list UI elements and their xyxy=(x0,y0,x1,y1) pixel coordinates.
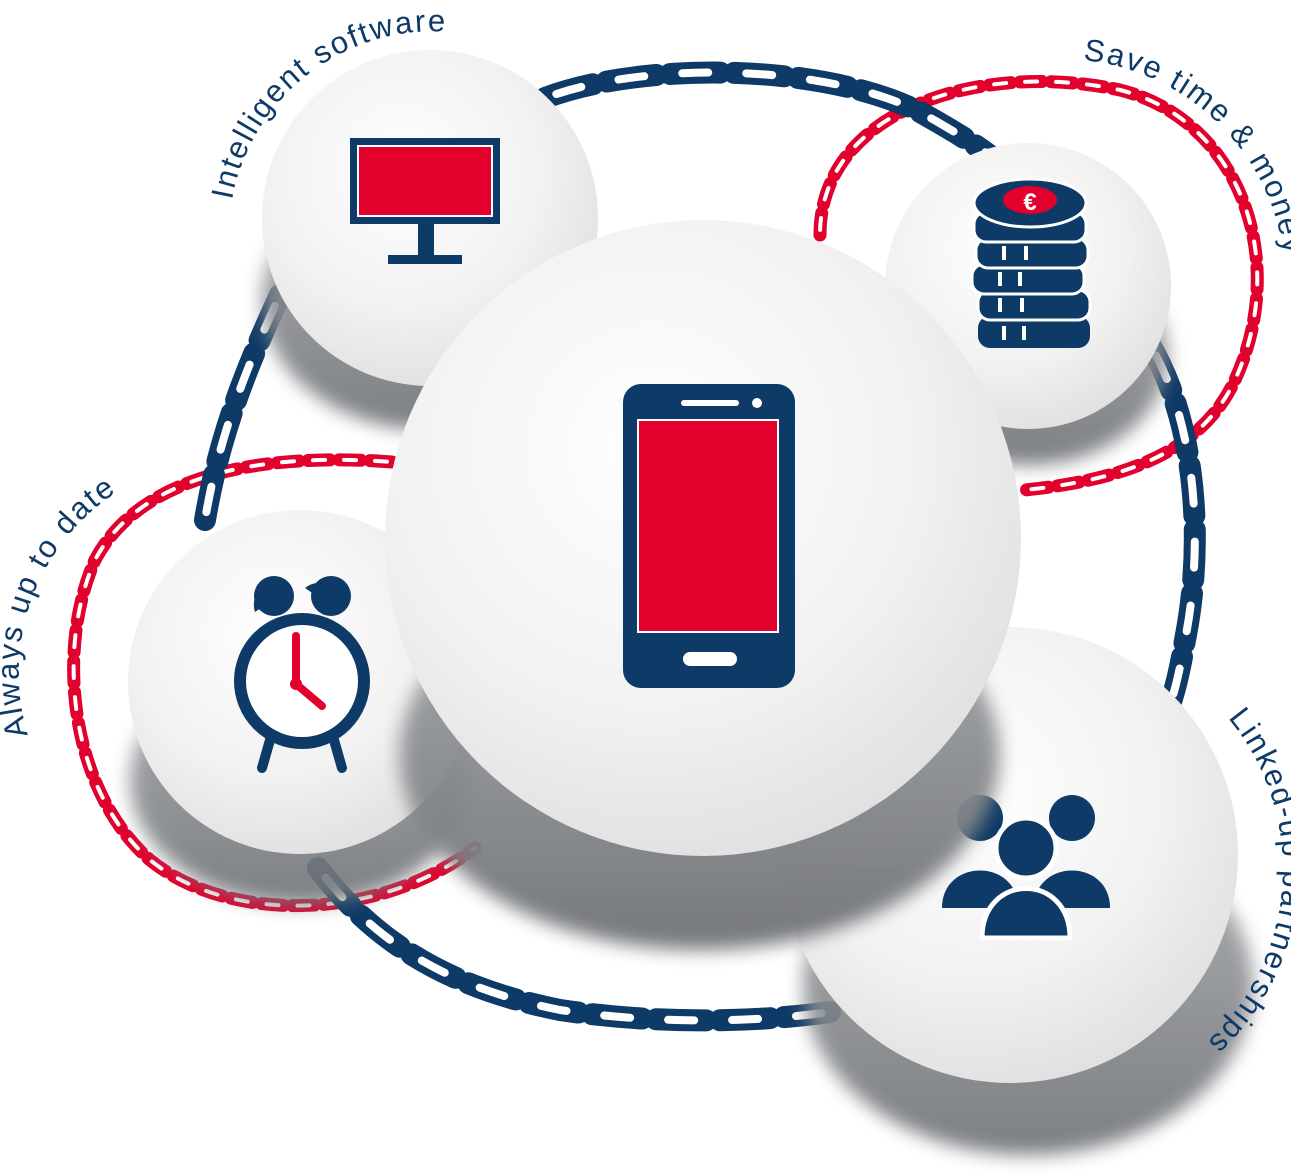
chain-icon xyxy=(314,864,834,1025)
label-always-up-to-date: Always up to date xyxy=(0,468,122,742)
chain-icon xyxy=(1146,341,1199,709)
monitor-icon xyxy=(350,138,500,264)
people-group-icon xyxy=(942,795,1110,941)
chain-icon xyxy=(71,457,477,908)
euro-coin-stack-icon: € xyxy=(970,177,1092,348)
smartphone-icon xyxy=(623,384,795,688)
alarm-clock-icon xyxy=(234,576,370,773)
svg-text:€: € xyxy=(1023,189,1036,216)
chain-icon xyxy=(1139,334,1206,716)
